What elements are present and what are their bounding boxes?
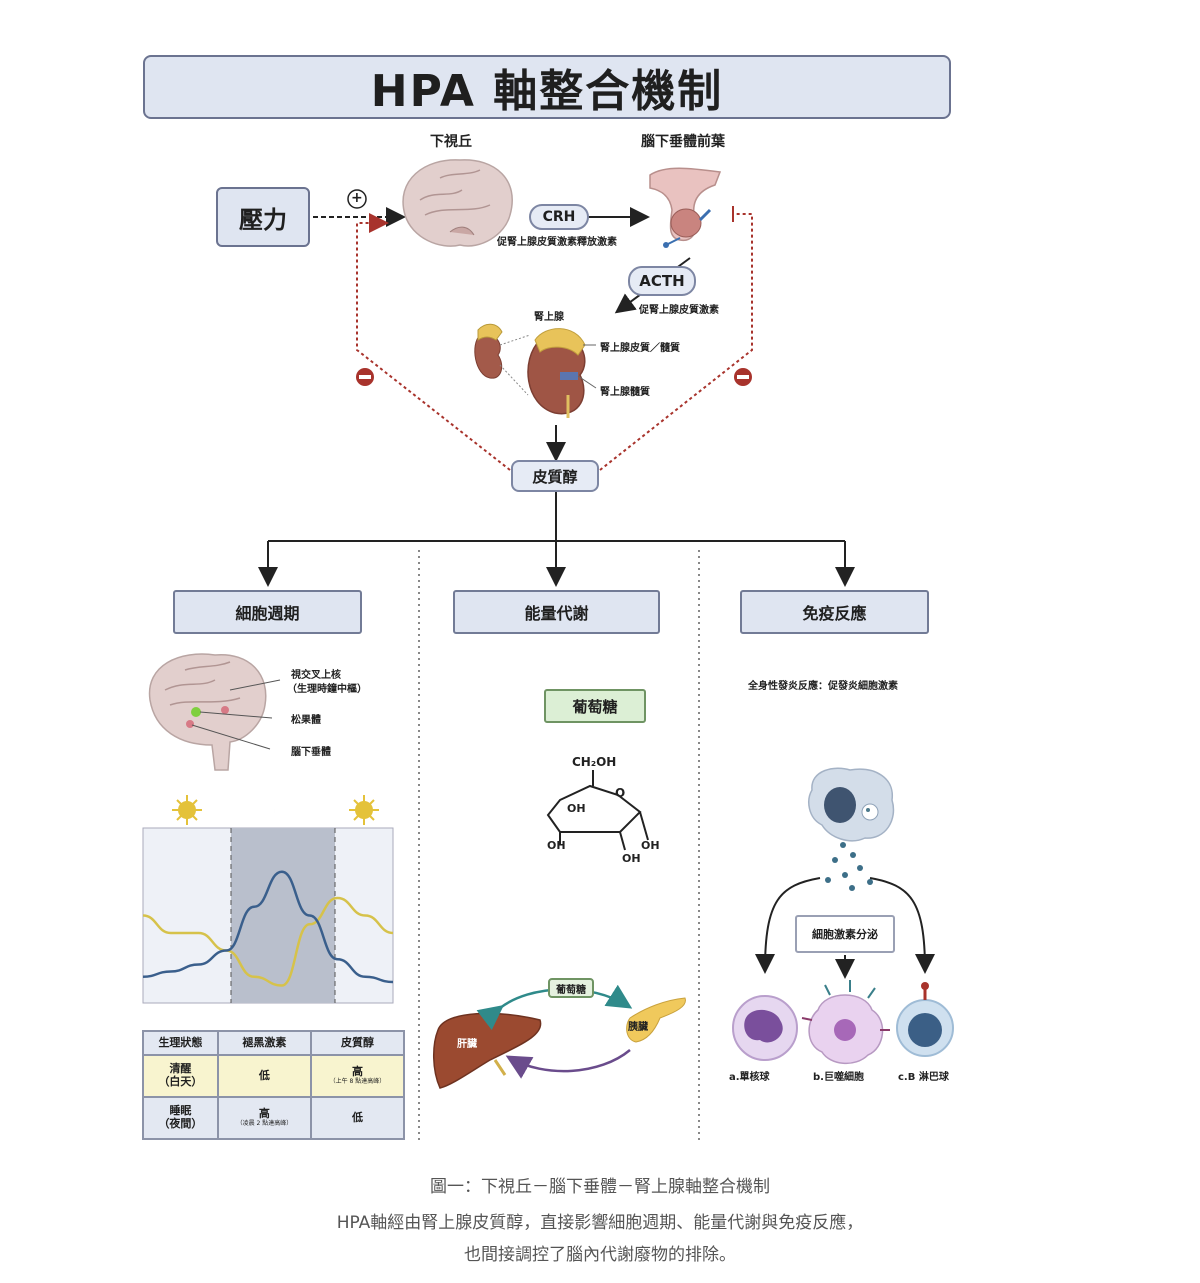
- oh-ring-label: OH: [567, 802, 586, 815]
- ch2oh-label: CH₂OH: [572, 755, 617, 769]
- cortisol-curve: [142, 896, 394, 987]
- scn-dot: [191, 707, 201, 717]
- header-cortisol: 皮質醇: [309, 1030, 406, 1056]
- pituitary-icon: [649, 167, 722, 248]
- minus-icon-left: [356, 368, 374, 386]
- pancreas-label: 胰臟: [628, 1022, 648, 1033]
- adrenal-medulla-label: 腎上腺髓質: [600, 387, 650, 398]
- oh-bottom-label: OH: [622, 852, 641, 865]
- liver-label: 肝臟: [457, 1039, 477, 1050]
- pituitary-small-label: 腦下垂體: [291, 747, 331, 758]
- table-row: 清醒（白天） 低 高（上午 8 點達高峰）: [142, 1053, 406, 1098]
- cell-label-macrophage: b.巨噬細胞: [813, 1072, 864, 1083]
- melatonin-night: 高: [258, 1107, 270, 1121]
- sun-icon-right: [349, 795, 379, 825]
- energy-metabolism-box: 能量代謝: [453, 590, 660, 634]
- sun-icon-left: [172, 795, 202, 825]
- glucose-box: 葡萄糖: [544, 689, 646, 723]
- insulin-arrow: [505, 1049, 631, 1079]
- cell-label-monocyte: a.單核球: [729, 1072, 770, 1083]
- cell-label-b-lymphocyte: c.B 淋巴球: [898, 1072, 949, 1083]
- hypothalamus-brain-icon: [402, 159, 513, 247]
- melatonin-day: 低: [258, 1068, 270, 1082]
- acth-pill: ACTH: [628, 266, 696, 296]
- oh-left-label: OH: [547, 839, 566, 852]
- night-band: [231, 828, 335, 1003]
- feedback-right: [599, 213, 753, 471]
- stress-box: 壓力: [216, 187, 310, 247]
- header-state: 生理狀態: [142, 1030, 219, 1056]
- state-awake: 清醒: [169, 1062, 192, 1076]
- moon-icon-chart: [274, 798, 290, 823]
- liver-icon: [433, 1012, 542, 1089]
- cortisol-night: 低: [351, 1110, 363, 1124]
- state-sleep: 睡眠: [169, 1104, 192, 1118]
- pancreas-icon: [626, 997, 686, 1043]
- cortisol-day: 高: [351, 1065, 363, 1079]
- adrenal-kidney-icon: [474, 323, 597, 418]
- crh-pill: CRH: [529, 204, 589, 230]
- header-melatonin: 褪黑激素: [216, 1030, 312, 1056]
- cortisol-day-note: （上午 8 點達高峰）: [329, 1077, 386, 1085]
- caption-line-1: 圖一：下視丘－腦下垂體－腎上腺軸整合機制: [430, 1177, 770, 1197]
- cell-cycle-box: 細胞週期: [173, 590, 362, 634]
- b-lymphocyte-icon: [896, 982, 954, 1057]
- state-awake-sub: （白天）: [158, 1074, 203, 1088]
- melatonin-night-note: （凌晨 2 點達高峰）: [236, 1119, 293, 1127]
- circadian-chart: [142, 827, 394, 1004]
- pineal-label: 松果體: [291, 715, 321, 726]
- cortisol-box: 皮質醇: [511, 460, 599, 492]
- caption-line-2: HPA軸經由腎上腺皮質醇，直接影響細胞週期、能量代謝與免疫反應，: [336, 1213, 864, 1233]
- circadian-brain-icon: [148, 653, 281, 771]
- adrenal-cortex-label: 腎上腺皮質／髓質: [600, 343, 680, 354]
- plus-label: +: [351, 190, 363, 206]
- table-row: 睡眠（夜間） 高（凌晨 2 點達高峰） 低: [142, 1095, 406, 1141]
- cytokine-arrow-right: [869, 877, 935, 974]
- glucose-structure: [546, 770, 649, 851]
- immune-response-box: 免疫反應: [740, 590, 929, 634]
- adrenal-label: 腎上腺: [534, 312, 564, 323]
- acth-description: 促腎上腺皮質激素: [639, 305, 719, 316]
- minus-icon-right: [734, 368, 752, 386]
- melatonin-curve: [142, 870, 394, 984]
- crh-description: 促腎上腺皮質激素釋放激素: [497, 237, 617, 248]
- state-sleep-sub: （夜間）: [158, 1116, 203, 1130]
- moon-icon-energy: [458, 722, 484, 763]
- ring-oxygen-label: O: [615, 786, 626, 800]
- activated-immune-cell-icon: [808, 767, 895, 842]
- hypothalamus-label: 下視丘: [430, 134, 472, 150]
- macrophage-icon: [801, 980, 890, 1064]
- oh-right-label: OH: [641, 839, 660, 852]
- cytokine-arrow-left: [755, 877, 821, 974]
- plus-icon: [347, 189, 367, 209]
- page-title: HPA 軸整合機制: [143, 55, 951, 119]
- glucose-small-box: 葡萄糖: [548, 978, 594, 998]
- immune-title: 全身性發炎反應：促發炎細胞激素: [748, 681, 898, 692]
- scn-sublabel: （生理時鐘中樞）: [287, 684, 367, 695]
- cytokine-dots: [825, 842, 873, 891]
- caption-line-3: 也間接調控了腦內代謝廢物的排除。: [464, 1245, 736, 1265]
- scn-label: 視交叉上核: [291, 670, 341, 681]
- feedback-left: [356, 213, 511, 471]
- pituitary-label: 腦下垂體前葉: [641, 134, 725, 150]
- cytokine-secretion-box: 細胞激素分泌: [795, 915, 895, 953]
- physiology-state-table: 生理狀態 褪黑激素 皮質醇 清醒（白天） 低 高（上午 8 點達高峰） 睡眠（夜…: [142, 1030, 406, 1141]
- monocyte-icon: [732, 995, 798, 1061]
